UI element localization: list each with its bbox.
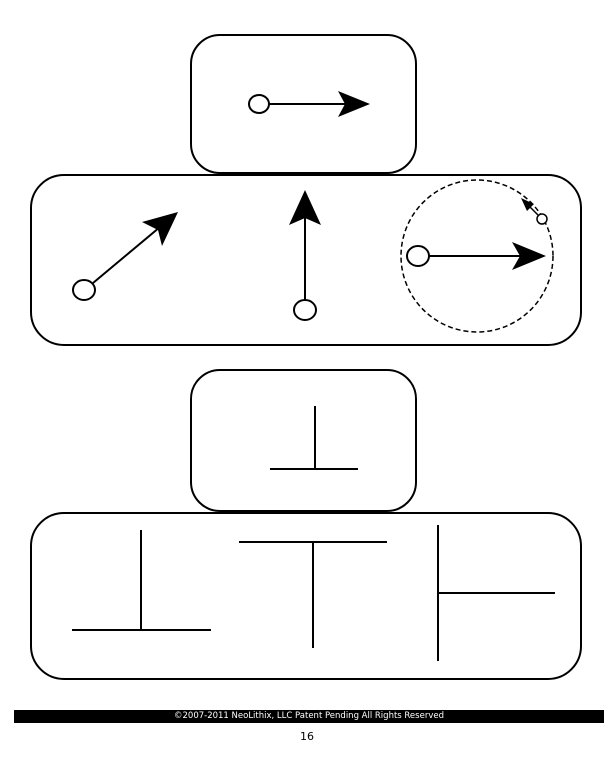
copyright-footer: ©2007-2011 NeoLithix, LLC Patent Pending… [14,710,604,723]
right-tack-icon [437,525,555,661]
down-tack-icon [239,541,387,648]
perpendicular-icon [270,406,358,470]
top-tee-panel [190,369,417,512]
tee-row-panel [30,512,582,680]
rotating-arrow-icon [400,179,554,333]
page-number: 16 [300,730,314,743]
up-arrow-icon [289,190,321,321]
right-arrow-icon [248,91,370,117]
up-tack-icon [72,530,211,631]
diagonal-arrow-icon [72,212,178,301]
